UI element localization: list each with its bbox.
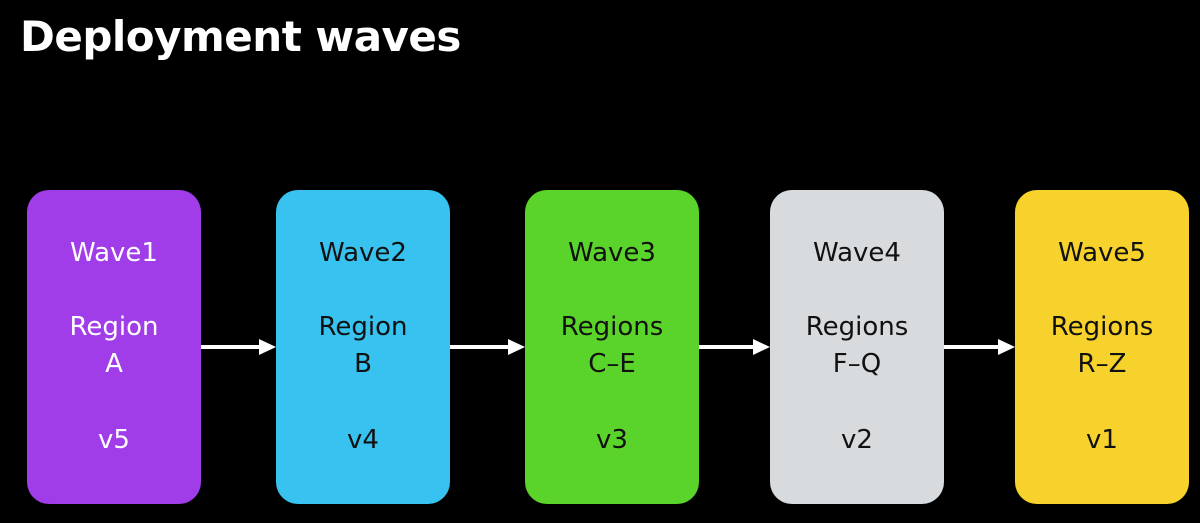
wave-name: Wave1 xyxy=(70,238,158,268)
wave-2-box: Wave2 Region B v4 xyxy=(276,190,450,504)
wave-4-box: Wave4 Regions F–Q v2 xyxy=(770,190,944,504)
arrow-wave1-to-wave2 xyxy=(201,339,276,355)
wave-region: Regions C–E xyxy=(525,309,699,383)
wave-5-box: Wave5 Regions R–Z v1 xyxy=(1015,190,1189,504)
wave-region: Regions R–Z xyxy=(1015,309,1189,383)
wave-region: Regions F–Q xyxy=(770,309,944,383)
wave-region-label: Regions xyxy=(805,312,909,342)
wave-region: Region A xyxy=(27,309,201,383)
wave-region-label: Region xyxy=(318,312,408,342)
wave-version: v5 xyxy=(98,425,130,455)
wave-name: Wave4 xyxy=(813,238,901,268)
wave-region-range: B xyxy=(354,349,372,379)
arrow-wave3-to-wave4 xyxy=(699,339,770,355)
arrow-wave2-to-wave3 xyxy=(450,339,525,355)
wave-name: Wave3 xyxy=(568,238,656,268)
wave-name: Wave2 xyxy=(319,238,407,268)
wave-region-range: R–Z xyxy=(1077,349,1127,379)
wave-3-box: Wave3 Regions C–E v3 xyxy=(525,190,699,504)
wave-1-box: Wave1 Region A v5 xyxy=(27,190,201,504)
wave-region-label: Regions xyxy=(560,312,664,342)
wave-version: v3 xyxy=(596,425,628,455)
arrow-wave4-to-wave5 xyxy=(944,339,1015,355)
wave-version: v2 xyxy=(841,425,873,455)
wave-region-range: A xyxy=(105,349,123,379)
wave-region-range: C–E xyxy=(588,349,636,379)
wave-region-range: F–Q xyxy=(832,349,882,379)
wave-region: Region B xyxy=(276,309,450,383)
wave-name: Wave5 xyxy=(1058,238,1146,268)
wave-version: v1 xyxy=(1086,425,1118,455)
wave-version: v4 xyxy=(347,425,379,455)
slide-title: Deployment waves xyxy=(20,12,461,61)
wave-region-label: Region xyxy=(69,312,159,342)
wave-region-label: Regions xyxy=(1050,312,1154,342)
